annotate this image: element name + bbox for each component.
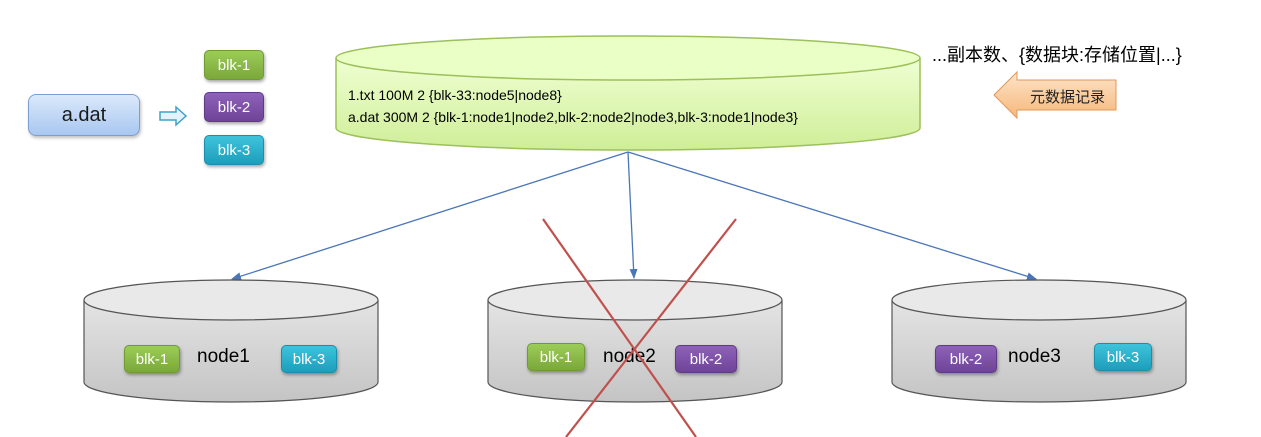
node1-cylinder [83, 279, 379, 403]
node2-block-left: blk-1 [527, 343, 585, 371]
node2-block-right: blk-2 [675, 345, 737, 373]
metadata-line-1: 1.txt 100M 2 {blk-33:node5|node8} [348, 87, 562, 103]
block-blk-3: blk-3 [204, 135, 264, 165]
node2-label: node2 [603, 346, 656, 367]
arrow-to-node1 [231, 151, 629, 281]
metadata-callout-label: 元数据记录 [1030, 89, 1106, 106]
file-a-dat: a.dat [28, 94, 140, 136]
node3-block-left: blk-2 [935, 345, 997, 373]
split-arrow-icon [159, 105, 188, 127]
node1-label: node1 [197, 346, 250, 367]
arrow-to-node3 [627, 151, 1037, 281]
node3-block-right: blk-3 [1094, 343, 1152, 371]
node1-block-left: blk-1 [124, 345, 180, 373]
metadata-line-2: a.dat 300M 2 {blk-1:node1|node2,blk-2:no… [348, 109, 798, 125]
metadata-format-annotation: ...副本数、{数据块:存储位置|...} [932, 45, 1182, 65]
node3-label: node3 [1008, 346, 1061, 367]
block-blk-2: blk-2 [204, 92, 264, 122]
metadata-callout [993, 70, 1117, 120]
node1-block-right: blk-3 [281, 345, 337, 373]
node2-cylinder [487, 279, 783, 403]
block-blk-1: blk-1 [204, 50, 264, 80]
metadata-store [335, 35, 921, 151]
arrow-to-node2 [627, 151, 638, 279]
node3-cylinder [891, 279, 1187, 403]
